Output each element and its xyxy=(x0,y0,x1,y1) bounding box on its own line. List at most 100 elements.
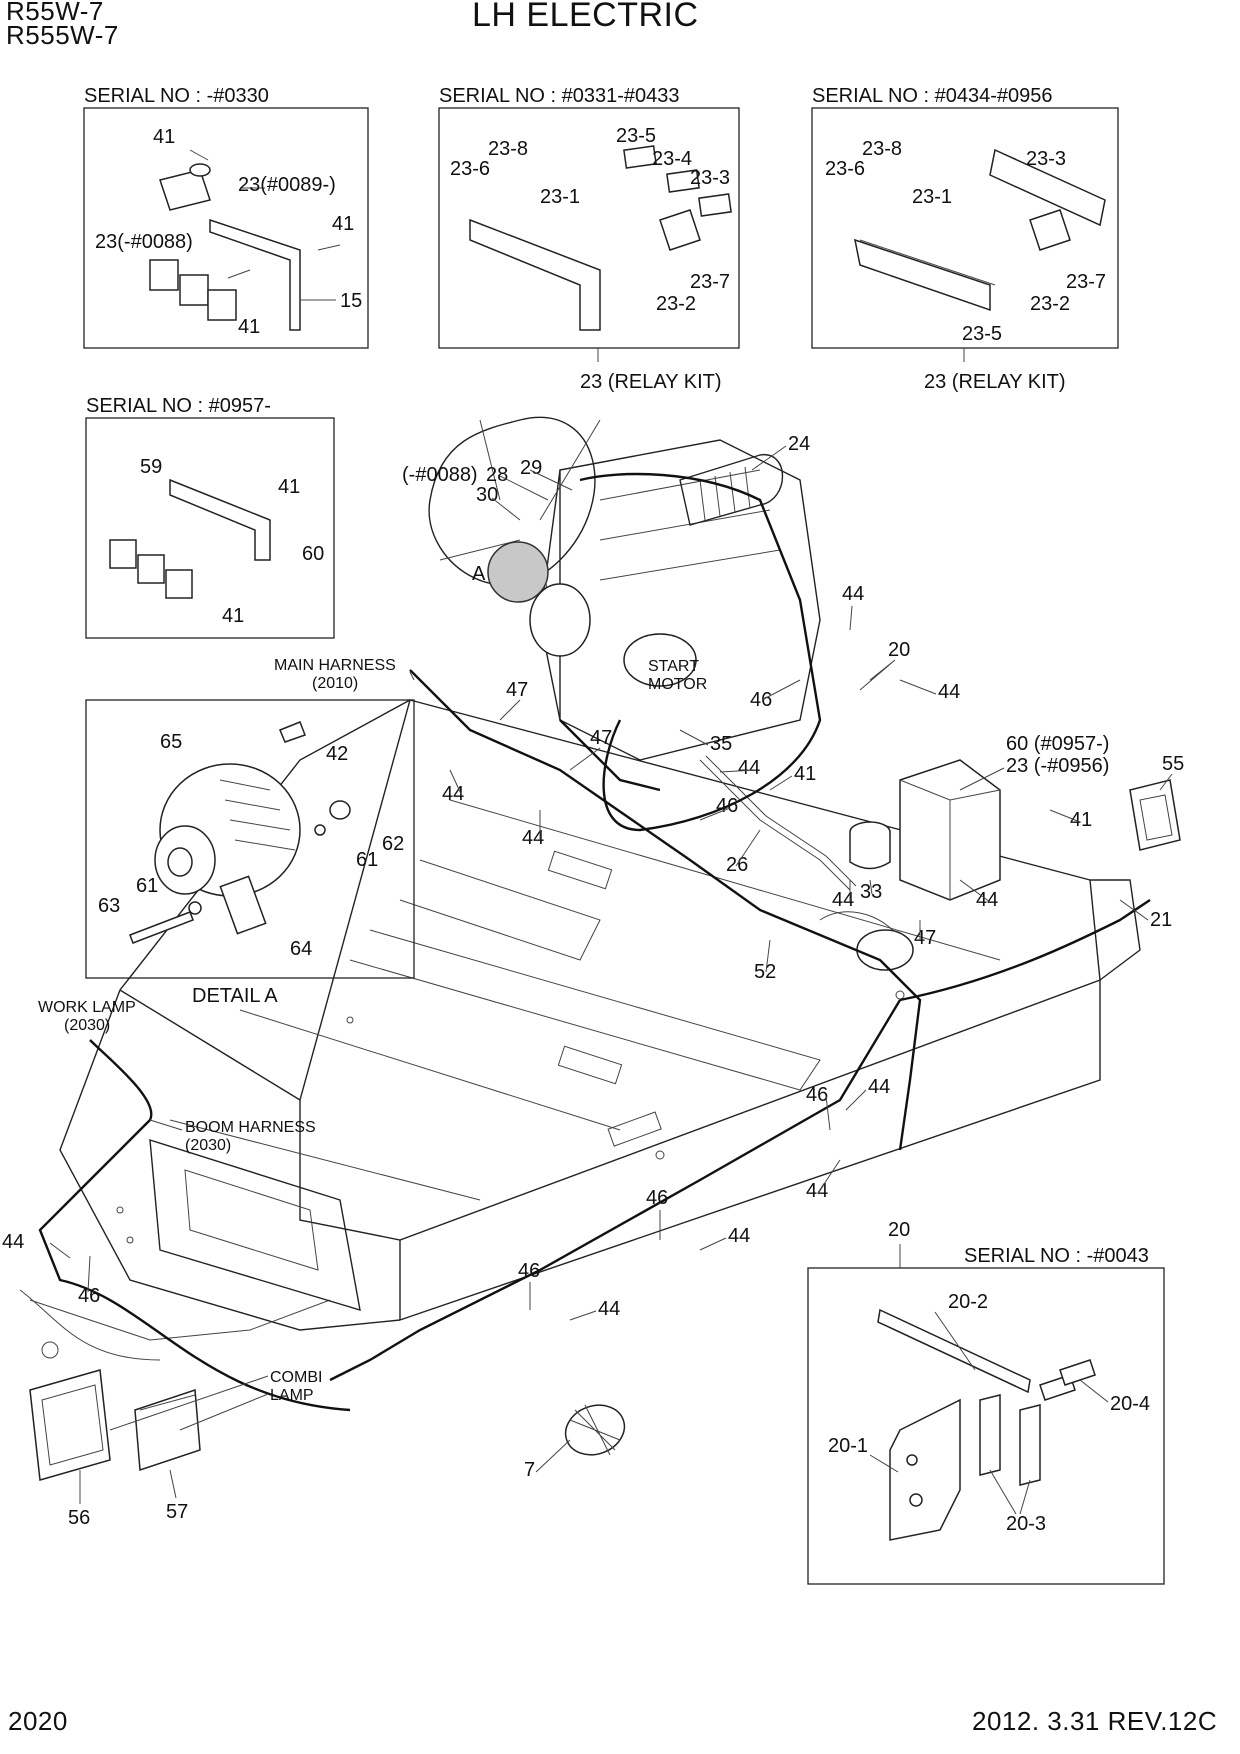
combi-lamp-label-1: COMBI xyxy=(270,1369,322,1386)
inset-box-serial-0957: SERIAL NO : #0957- 59 41 60 41 xyxy=(85,395,335,639)
box1-label-23-new: 23(#0089-) xyxy=(238,174,336,196)
box4-label-41b: 41 xyxy=(222,605,244,627)
box20-label-20-2: 20-2 xyxy=(948,1291,988,1313)
part-label-44e: 44 xyxy=(522,827,544,849)
part-label-57: 57 xyxy=(166,1501,188,1523)
part-label-44j: 44 xyxy=(728,1225,750,1247)
start-motor-label-1: START xyxy=(648,658,699,675)
part-label-20: 20 xyxy=(888,639,910,661)
box3-label-23-6: 23-6 xyxy=(825,158,865,180)
part-label-46b: 46 xyxy=(716,795,738,817)
part-label-44f: 44 xyxy=(832,889,854,911)
detail-a-caption: DETAIL A xyxy=(192,985,278,1007)
part-label-47c: 47 xyxy=(914,927,936,949)
box20-label-20-1: 20-1 xyxy=(828,1435,868,1457)
serial-label: SERIAL NO : #0434-#0956 xyxy=(812,85,1053,107)
revision-label: 2012. 3.31 REV.12C xyxy=(972,1706,1218,1736)
serial-label: SERIAL NO : -#0043 xyxy=(964,1245,1149,1267)
part-label-44l: 44 xyxy=(2,1231,24,1253)
page-title: LH ELECTRIC xyxy=(472,0,699,34)
box3-label-23-5: 23-5 xyxy=(962,323,1002,345)
box3-label-23-8: 23-8 xyxy=(862,138,902,160)
box20-ref-label: 20 xyxy=(888,1219,910,1241)
box1-label-41b: 41 xyxy=(332,213,354,235)
detail-a-label-42: 42 xyxy=(326,743,348,765)
main-wire-harness xyxy=(38,472,1151,1412)
inset-box-serial-0043: 20 SERIAL NO : -#0043 20-2 20-4 20-1 20-… xyxy=(807,1219,1165,1585)
detail-a-label-63: 63 xyxy=(98,895,120,917)
box3-label-23-7: 23-7 xyxy=(1066,271,1106,293)
box2-label-23-3: 23-3 xyxy=(690,167,730,189)
engine-assembly xyxy=(29,416,1181,1481)
part-label-35: 35 xyxy=(710,733,732,755)
detail-a-marker xyxy=(487,541,549,603)
part-label-46e: 46 xyxy=(518,1260,540,1282)
box3-label-23-2: 23-2 xyxy=(1030,293,1070,315)
part-label-41a: 41 xyxy=(794,763,816,785)
part-label-44a: 44 xyxy=(842,583,864,605)
box2-label-23-5: 23-5 xyxy=(616,125,656,147)
inset-box-serial-0434-0956: SERIAL NO : #0434-#0956 23-8 23-6 23-3 2… xyxy=(811,85,1119,393)
inset-box-serial-0331-0433: SERIAL NO : #0331-#0433 23-8 23-6 23-5 2… xyxy=(438,85,740,393)
box1-label-41c: 41 xyxy=(238,316,260,338)
relay-note-60: 60 (#0957-) xyxy=(1006,733,1109,755)
box2-label-23-8: 23-8 xyxy=(488,138,528,160)
part-label-33: 33 xyxy=(860,881,882,903)
part-label-47b: 47 xyxy=(590,727,612,749)
box3-label-23-3: 23-3 xyxy=(1026,148,1066,170)
box4-label-60: 60 xyxy=(302,543,324,565)
serial-label: SERIAL NO : -#0330 xyxy=(84,85,269,107)
detail-a-box: 65 42 62 61 61 63 64 DETAIL A xyxy=(85,699,415,1007)
detail-a-label-61a: 61 xyxy=(356,849,378,871)
part-label-29: 29 xyxy=(520,457,542,479)
model-line-1: R55W-7 xyxy=(6,0,104,26)
boom-harness-label: BOOM HARNESS xyxy=(185,1119,316,1136)
part-label-46d: 46 xyxy=(646,1187,668,1209)
relay-note-23: 23 (-#0956) xyxy=(1006,755,1109,777)
part-label-41b: 41 xyxy=(1070,809,1092,831)
work-lamp-ref: (2030) xyxy=(64,1017,110,1034)
work-lamp-label: WORK LAMP xyxy=(38,999,136,1016)
box2-label-23-1: 23-1 xyxy=(540,186,580,208)
box2-label-23-6: 23-6 xyxy=(450,158,490,180)
box4-label-41a: 41 xyxy=(278,476,300,498)
part-label-28: 28 xyxy=(486,464,508,486)
box1-label-15: 15 xyxy=(340,290,362,312)
machine-frame xyxy=(19,699,1141,1456)
box2-caption-relay-kit: 23 (RELAY KIT) xyxy=(580,371,722,393)
part-label-46a: 46 xyxy=(750,689,772,711)
box20-label-20-3: 20-3 xyxy=(1006,1513,1046,1535)
box1-label-41a: 41 xyxy=(153,126,175,148)
combi-lamp-label-2: LAMP xyxy=(270,1387,314,1404)
detail-a-label-65: 65 xyxy=(160,731,182,753)
part-label-44b: 44 xyxy=(938,681,960,703)
main-harness-label: MAIN HARNESS xyxy=(274,657,396,674)
part-label-46c: 46 xyxy=(806,1084,828,1106)
box2-label-23-7: 23-7 xyxy=(690,271,730,293)
part-label-52: 52 xyxy=(754,961,776,983)
part-label-7: 7 xyxy=(524,1459,535,1481)
detail-a-label-64: 64 xyxy=(290,938,312,960)
box20-label-20-4: 20-4 xyxy=(1110,1393,1150,1415)
page-number: 2020 xyxy=(8,1706,68,1736)
serial-label: SERIAL NO : #0957- xyxy=(86,395,271,417)
part-label-46f: 46 xyxy=(78,1285,100,1307)
detail-a-ref-letter: A xyxy=(472,563,486,585)
part-label-44c: 44 xyxy=(738,757,760,779)
box4-label-59: 59 xyxy=(140,456,162,478)
part-label-44k: 44 xyxy=(598,1298,620,1320)
detail-a-label-61b: 61 xyxy=(136,875,158,897)
part-label-44h: 44 xyxy=(868,1076,890,1098)
box3-caption-relay-kit: 23 (RELAY KIT) xyxy=(924,371,1066,393)
part-label-30: 30 xyxy=(476,484,498,506)
box3-label-23-1: 23-1 xyxy=(912,186,952,208)
part-label-21: 21 xyxy=(1150,909,1172,931)
box2-label-23-4: 23-4 xyxy=(652,148,692,170)
part-labels: 24 29 28 30 44 20 46 44 47 47 35 44 41 4… xyxy=(2,433,1184,1529)
callouts: MAIN HARNESS (2010) WORK LAMP (2030) BOO… xyxy=(38,464,1109,1431)
detail-a-label-62: 62 xyxy=(382,833,404,855)
part-label-55: 55 xyxy=(1162,753,1184,775)
part-label-24: 24 xyxy=(788,433,810,455)
start-motor-label-2: MOTOR xyxy=(648,676,707,693)
